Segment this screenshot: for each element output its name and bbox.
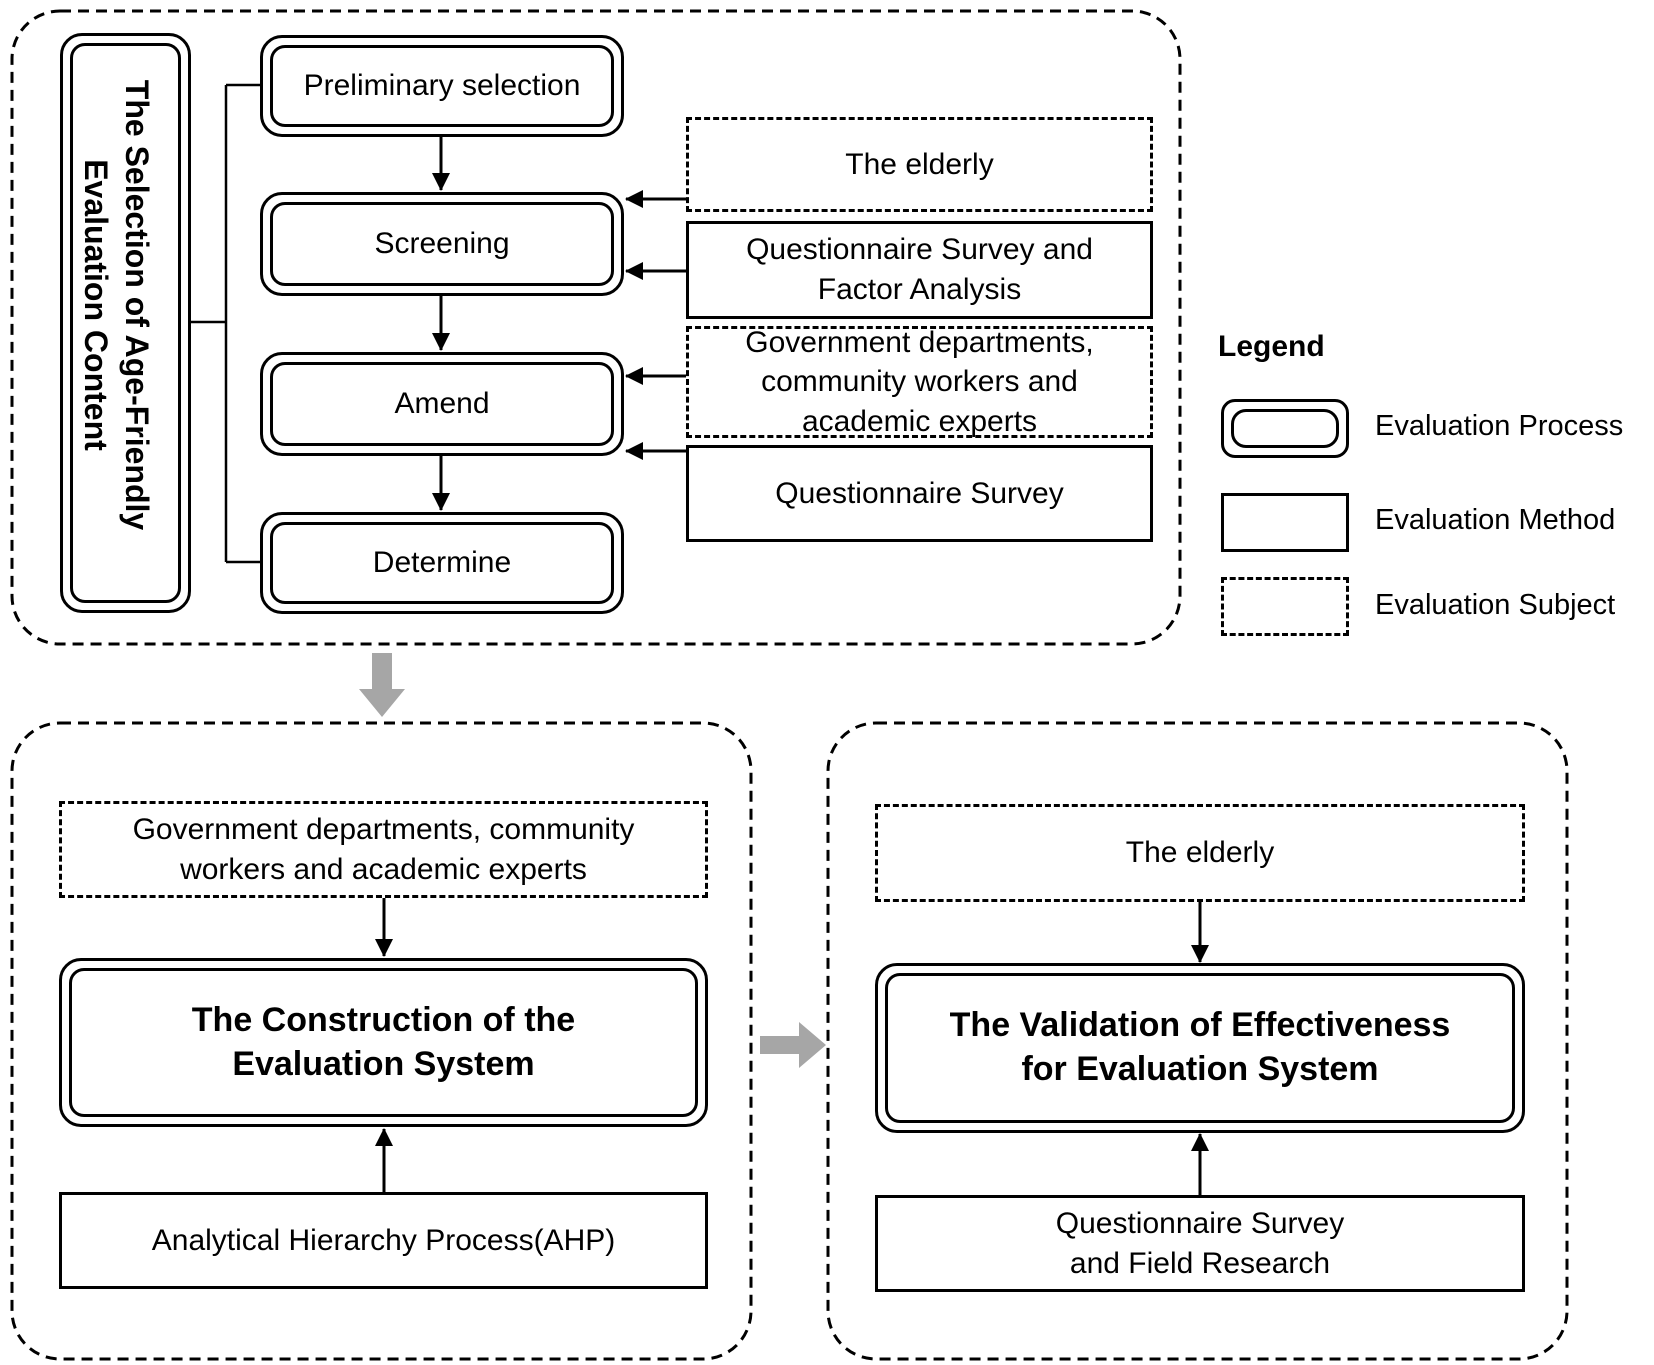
construction-subject: Government departments, community worker… [59, 801, 708, 898]
validation-method-questionnaire-field: Questionnaire Survey and Field Research [875, 1195, 1525, 1292]
top-group-container [10, 9, 1182, 646]
method-questionnaire-survey-top: Questionnaire Survey [686, 445, 1153, 542]
vertical-title-box [60, 33, 191, 613]
subject-elderly-top: The elderly [686, 117, 1153, 212]
construction-method-ahp: Analytical Hierarchy Process(AHP) [59, 1192, 708, 1289]
flow-arrow-down [359, 653, 405, 717]
step-screening: Screening [260, 192, 624, 296]
legend-label-subject: Evaluation Subject [1375, 589, 1616, 621]
subject-government-top: Government departments, community worker… [686, 326, 1153, 438]
method-questionnaire-factor-analysis: Questionnaire Survey and Factor Analysis [686, 221, 1153, 319]
title-bracket [190, 83, 260, 564]
vertical-title: The Selection of Age-Friendly Evaluation… [78, 79, 155, 531]
step-determine: Determine [260, 512, 624, 614]
validation-subject-elderly: The elderly [875, 804, 1525, 902]
legend-swatch-subject [1221, 577, 1349, 636]
legend-label-method: Evaluation Method [1375, 504, 1616, 536]
flow-arrow-right [760, 1022, 826, 1068]
validation-title: The Validation of Effectiveness for Eval… [875, 963, 1525, 1133]
step-preliminary-selection: Preliminary selection [260, 35, 624, 137]
legend-swatch-process [1221, 399, 1349, 458]
legend-label-process: Evaluation Process [1375, 410, 1624, 442]
legend-title: Legend [1218, 330, 1325, 363]
step-amend: Amend [260, 352, 624, 456]
legend-swatch-method [1221, 493, 1349, 552]
construction-title: The Construction of the Evaluation Syste… [59, 958, 708, 1127]
